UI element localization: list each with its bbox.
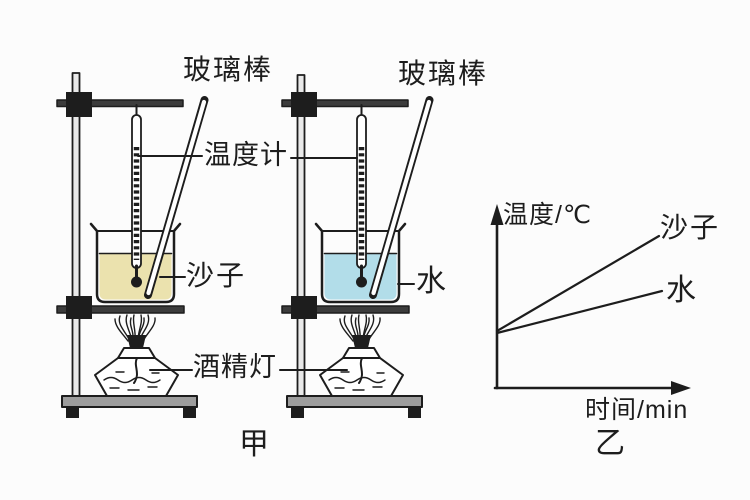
caption-yi: 乙 <box>595 427 626 460</box>
base-foot-right <box>183 407 196 418</box>
lamp-collar <box>117 347 156 359</box>
x-axis-arrowhead <box>671 381 691 395</box>
flame <box>339 314 381 342</box>
sand-label: 沙子 <box>186 260 247 291</box>
setup-sand <box>56 72 209 418</box>
thermometer <box>356 104 367 288</box>
thermometer-bulb <box>131 276 142 288</box>
beaker-outline <box>89 222 182 304</box>
leader-lines <box>137 155 415 371</box>
water-label: 水 <box>416 265 447 298</box>
temperature-time-graph <box>490 204 691 395</box>
glass-rod-label-left: 玻璃棒 <box>183 54 274 85</box>
top-clamp <box>66 92 92 117</box>
graph-water-line-label: 水 <box>666 274 697 307</box>
lamp-wick <box>133 357 138 384</box>
stand-rod <box>71 72 81 398</box>
alcohol-lamp-label: 酒精灯 <box>193 352 277 382</box>
lamp-wick-cap <box>127 335 146 348</box>
setup-water <box>281 74 434 418</box>
base-foot-left <box>66 407 79 418</box>
top-crossbar <box>56 99 184 108</box>
stand-base <box>61 395 198 408</box>
thermometer-label: 温度计 <box>204 140 288 170</box>
graph-y-axis-label: 温度/℃ <box>503 201 593 229</box>
water-curve <box>495 289 664 335</box>
y-axis-arrowhead <box>490 204 504 225</box>
platform-bar <box>56 305 185 314</box>
iron-stand <box>56 72 198 418</box>
glass-rod <box>369 96 434 299</box>
glass-rod-label-right: 玻璃棒 <box>398 58 489 89</box>
alcohol-lamp <box>94 335 179 397</box>
lamp-alcohol-dashes <box>109 371 160 391</box>
bottom-clamp <box>66 296 92 319</box>
thermometer <box>131 104 142 288</box>
alcohol-lamp <box>319 335 404 397</box>
glass-rod <box>144 96 209 299</box>
graph-x-axis-label: 时间/min <box>585 396 689 424</box>
lamp-alcohol <box>103 376 161 384</box>
caption-jia: 甲 <box>239 428 270 461</box>
sand-curve <box>495 234 661 333</box>
graph-sand-line-label: 沙子 <box>660 212 721 243</box>
iron-stand <box>281 74 423 418</box>
